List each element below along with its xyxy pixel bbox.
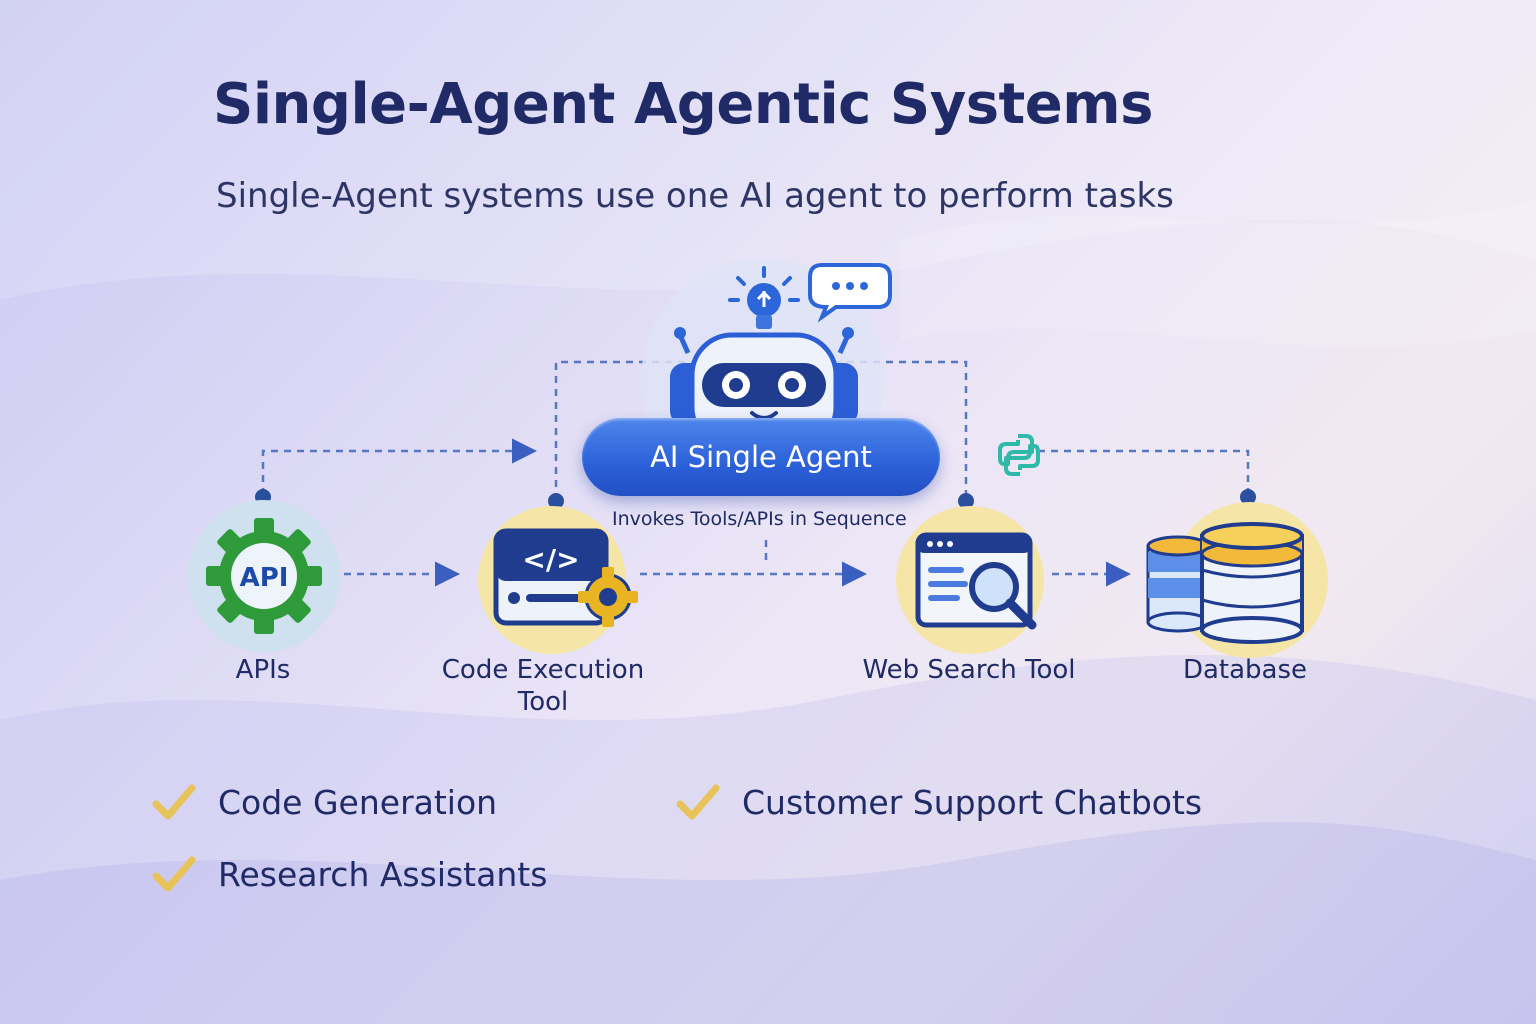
page-title: Single-Agent Agentic Systems — [213, 72, 1153, 137]
database-icon — [1146, 502, 1328, 658]
svg-text:</>: </> — [522, 543, 579, 576]
page-subtitle: Single-Agent systems use one AI agent to… — [216, 176, 1174, 216]
agent-pill: AI Single Agent — [582, 418, 940, 496]
check-icon — [152, 856, 196, 892]
api-badge-text: API — [240, 563, 289, 593]
feature-item: Customer Support Chatbots — [676, 782, 1202, 822]
tool-label-database: Database — [1182, 655, 1308, 685]
feature-text: Code Generation — [218, 782, 498, 822]
tool-label-code-execution: Code Execution Tool — [441, 655, 645, 717]
tool-label-web-search: Web Search Tool — [862, 655, 1076, 685]
feature-item: Code Generation — [152, 782, 497, 822]
feature-item: Research Assistants — [152, 854, 547, 894]
small-database — [1146, 535, 1210, 633]
agent-caption: Invokes Tools/APIs in Sequence — [612, 508, 907, 530]
feature-text: Research Assistants — [218, 854, 548, 894]
feature-text: Customer Support Chatbots — [742, 782, 1203, 822]
api-gear-icon: API — [188, 500, 340, 652]
code-window-icon: </> — [478, 506, 638, 654]
python-icon — [998, 434, 1040, 476]
web-search-icon — [896, 506, 1044, 654]
speech-bubble-icon — [808, 263, 892, 323]
check-icon — [152, 784, 196, 820]
lightbulb-icon — [728, 266, 800, 329]
agent-label: AI Single Agent — [650, 440, 872, 474]
check-icon — [676, 784, 720, 820]
large-database — [1200, 522, 1304, 644]
tool-label-apis: APIs — [235, 655, 291, 685]
